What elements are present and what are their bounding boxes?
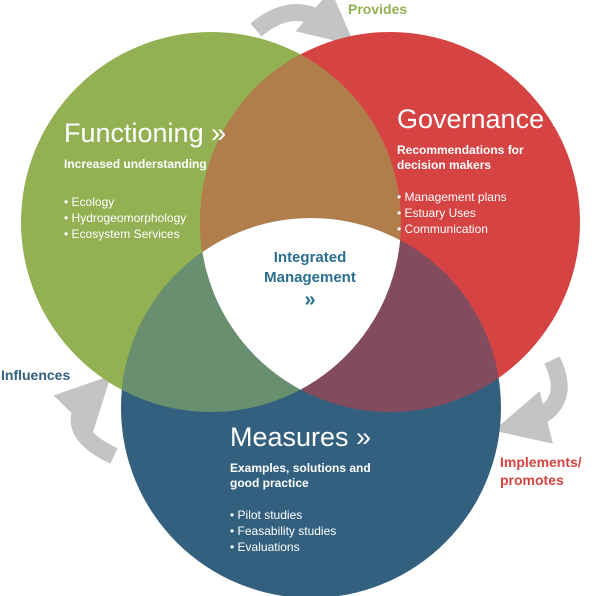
list-item: Ecosystem Services bbox=[64, 226, 186, 242]
list-item: Pilot studies bbox=[230, 507, 336, 523]
center-line1: Integrated bbox=[273, 249, 347, 266]
governance-list: Management plans Estuary Uses Communicat… bbox=[397, 189, 507, 238]
functioning-title: Functioning » bbox=[64, 118, 227, 148]
provides-label: Provides bbox=[348, 1, 408, 17]
measures-list: Pilot studies Feasability studies Evalua… bbox=[230, 507, 337, 556]
list-item: Communication bbox=[397, 221, 507, 237]
list-item: Ecology bbox=[64, 194, 186, 210]
list-item: Evaluations bbox=[230, 539, 336, 555]
governance-subtitle-line1: Recommendations for bbox=[397, 143, 524, 157]
implements-label-line2: promotes bbox=[500, 472, 564, 488]
governance-title: Governance » bbox=[397, 104, 567, 134]
functioning-subtitle: Increased understanding bbox=[64, 157, 207, 171]
measures-title: Measures » bbox=[230, 422, 372, 452]
implements-label-line1: Implements/ bbox=[500, 454, 582, 470]
center-line2: Management bbox=[264, 268, 356, 286]
list-item: Feasability studies bbox=[230, 523, 337, 539]
measures-subtitle-line1: Examples, solutions and bbox=[230, 461, 371, 475]
influences-label: Influences bbox=[1, 367, 71, 383]
center-chevron: » bbox=[304, 289, 316, 311]
list-item: Estuary Uses bbox=[397, 205, 507, 221]
list-item: Hydrogeomorphology bbox=[64, 210, 187, 226]
functioning-list: Ecology Hydrogeomorphology Ecosystem Ser… bbox=[64, 194, 187, 243]
measures-subtitle-line2: good practice bbox=[230, 476, 309, 490]
influences-arrow bbox=[53, 375, 118, 464]
implements-arrow bbox=[493, 356, 568, 444]
center-label: Integrated Management » bbox=[240, 248, 380, 313]
governance-subtitle-line2: decision makers bbox=[397, 158, 492, 172]
provides-arrow bbox=[250, 0, 355, 46]
list-item: Management plans bbox=[397, 189, 507, 205]
